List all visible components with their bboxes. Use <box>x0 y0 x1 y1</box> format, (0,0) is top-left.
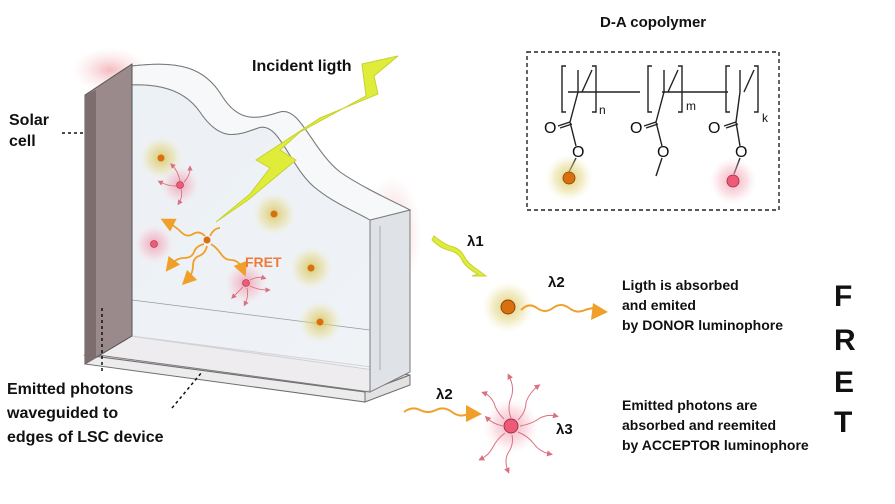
donor-desc-line1: Ligth is absorbed <box>622 277 739 293</box>
glass-edge-top <box>97 63 412 221</box>
acceptor-desc-line3: by ACCEPTOR luminophore <box>622 437 809 453</box>
acceptor-desc-line2: absorbed and reemited <box>622 417 776 433</box>
fret-letter-t: T <box>834 406 852 439</box>
device-luminophores <box>134 136 342 344</box>
lambda2-bottom-label: λ2 <box>436 386 453 403</box>
atom-o: O <box>735 144 747 161</box>
copolymer-box <box>526 51 780 211</box>
lambda2-incoming-arrow <box>403 407 469 417</box>
orange-emission-arrows <box>160 218 248 286</box>
glass-edge-right <box>369 209 411 393</box>
device-base-side <box>364 374 411 403</box>
lambda2-emission-arrow <box>520 304 596 313</box>
donor-process: λ1 λ2 Ligth is absorbed and emited by DO… <box>431 233 783 333</box>
acceptor-dot <box>176 181 184 189</box>
donor-dot <box>157 154 165 162</box>
fret-vertical-label: F R E T <box>834 280 856 439</box>
acceptor-large-dot <box>503 418 519 434</box>
emitted-photons-line3: edges of LSC device <box>7 429 164 446</box>
emitted-photons-line2: waveguided to <box>6 405 118 422</box>
atom-o: O <box>657 144 669 161</box>
pink-emission-arrows <box>157 163 271 307</box>
lsc-device <box>72 48 422 403</box>
solar-cell-label-line2: cell <box>9 133 36 150</box>
emitted-photons-line1: Emitted photons <box>7 381 133 398</box>
fret-letter-f: F <box>834 280 852 313</box>
donor-dot <box>270 210 278 218</box>
acceptor-process: λ2 λ3 Emitted photons are absorbed and r… <box>403 373 809 474</box>
donor-large-dot <box>500 299 516 315</box>
lambda3-label: λ3 <box>556 421 573 438</box>
fret-letter-r: R <box>834 324 856 357</box>
copolymer-structure: D-A copolymer n m k O O O O O <box>526 14 780 211</box>
acceptor-dot <box>150 240 158 248</box>
incident-light-bolt <box>215 55 399 223</box>
repeat-brackets <box>561 65 759 113</box>
donor-dot <box>307 264 315 272</box>
fret-inline-label: FRET <box>245 254 282 270</box>
atom-o: O <box>630 120 642 137</box>
acceptor-reemission-arrows <box>478 373 559 474</box>
copolymer-donor-dot <box>562 171 576 185</box>
copolymer-acceptor-dot <box>726 174 740 188</box>
subscript-m: m <box>686 99 696 113</box>
fret-letter-e: E <box>834 366 854 399</box>
donor-desc-line3: by DONOR luminophore <box>622 317 783 333</box>
solar-cell-face <box>85 90 96 364</box>
lambda2-arrowhead <box>591 303 608 320</box>
donor-dot <box>316 318 324 326</box>
central-donor-dot <box>203 236 211 244</box>
subscript-n: n <box>599 103 606 117</box>
atom-o: O <box>544 120 556 137</box>
donor-desc-line2: and emited <box>622 297 696 313</box>
side-groups <box>557 91 741 177</box>
emitted-leader-diagonal <box>171 371 203 409</box>
solar-cell-label-line1: Solar <box>9 112 49 129</box>
lambda2-incoming-arrowhead <box>466 405 482 422</box>
lambda2-top-label: λ2 <box>548 274 565 291</box>
subscript-k: k <box>762 111 769 125</box>
acceptor-dot <box>242 279 250 287</box>
lambda1-arrow <box>431 235 488 277</box>
incident-light-label: Incident ligth <box>252 58 352 75</box>
lambda1-label: λ1 <box>467 233 484 250</box>
acceptor-desc-line1: Emitted photons are <box>622 397 758 413</box>
copolymer-title: D-A copolymer <box>600 14 706 31</box>
atom-o: O <box>708 120 720 137</box>
